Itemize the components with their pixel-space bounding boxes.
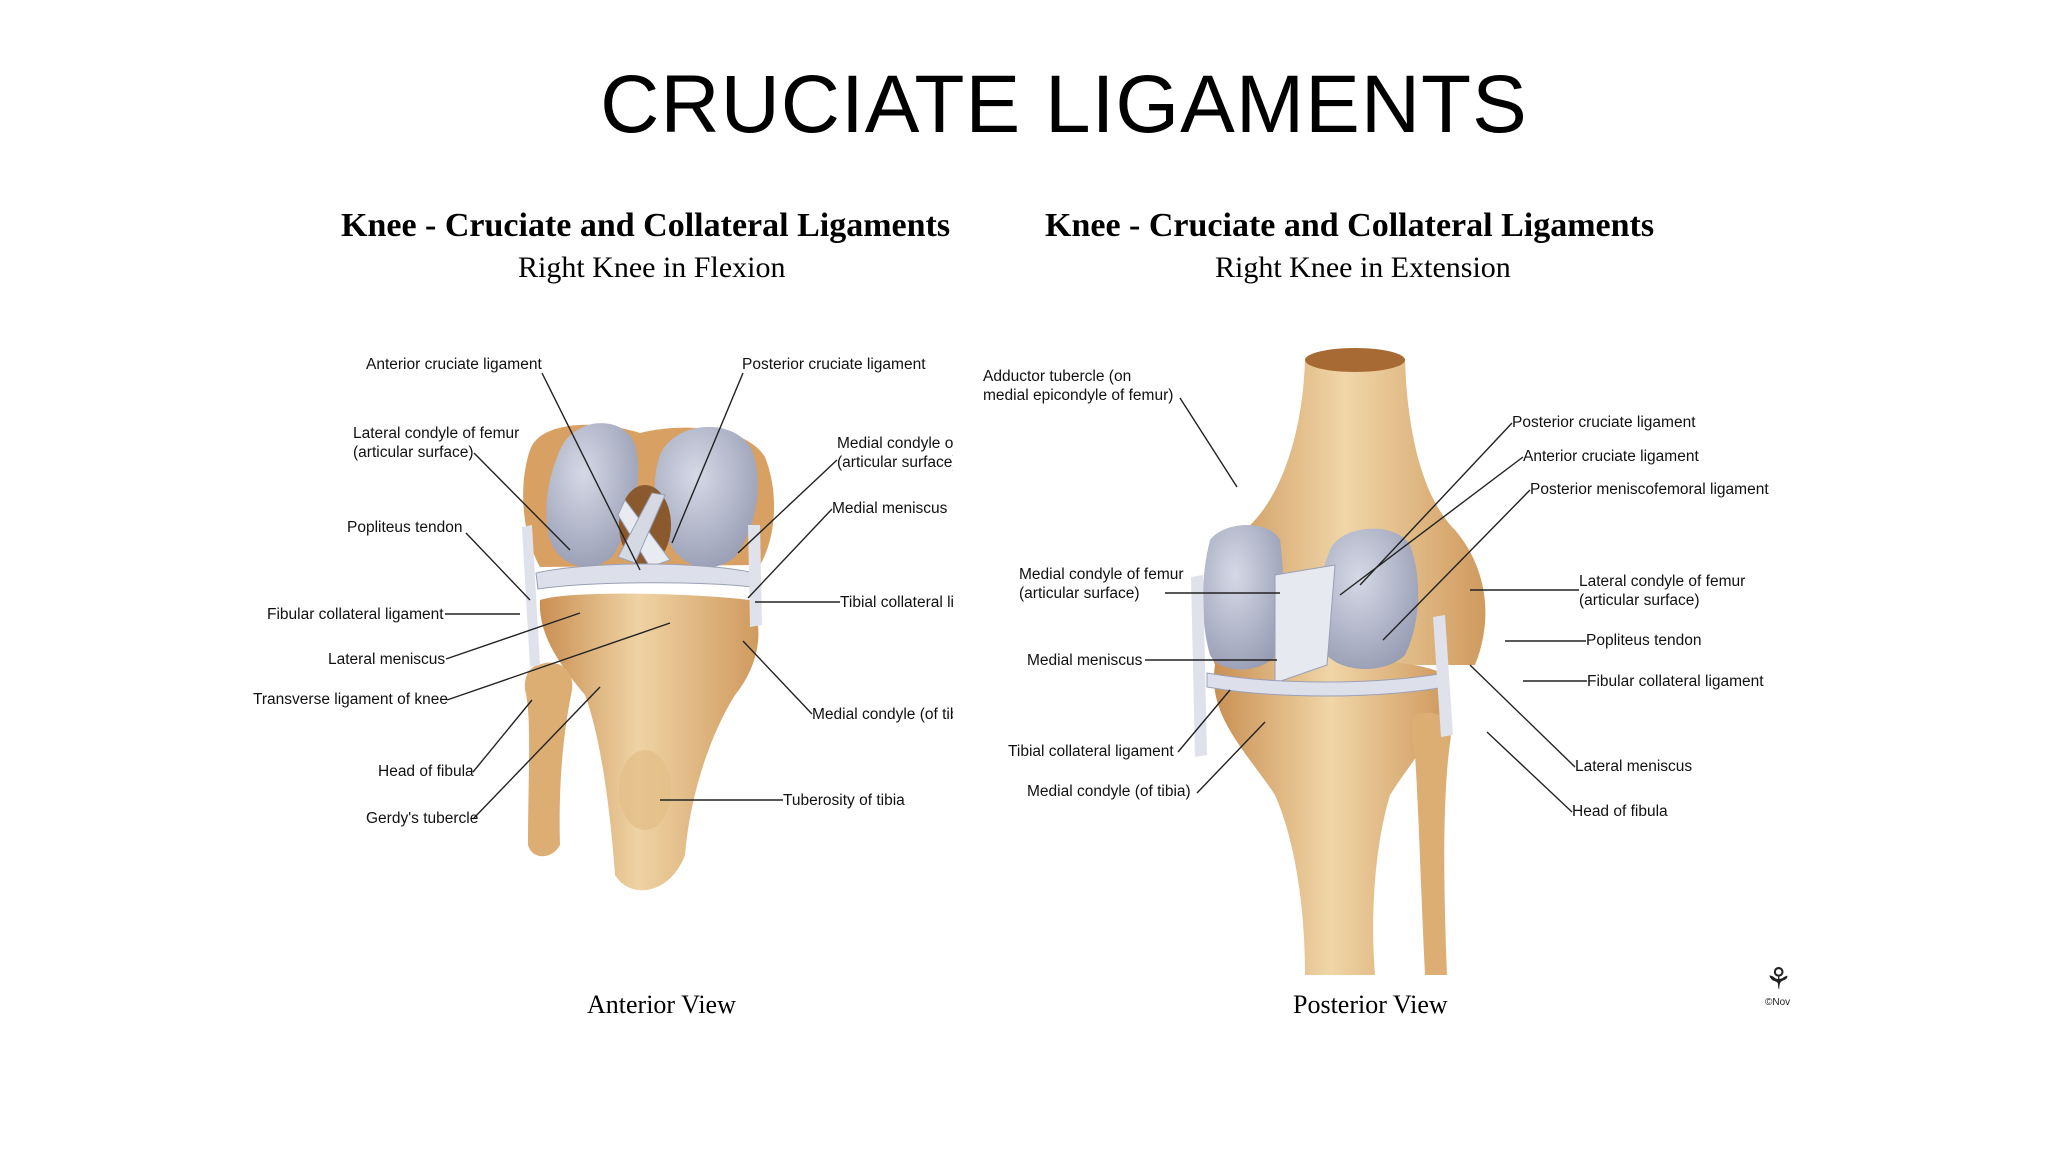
label-adductor-tubercle-medial-epicondyle: medial epicondyle of femur)	[983, 387, 1174, 404]
label-popliteus-tendon: Popliteus tendon	[347, 519, 463, 536]
label-medial-condyle-articular-surface: (articular surface)	[837, 454, 953, 471]
label-lateral-meniscus: Lateral meniscus	[328, 651, 446, 668]
label-lateral-condyle-of-femur: Lateral condyle of femur	[1579, 573, 1746, 590]
label-popliteus-tendon: Popliteus tendon	[1586, 632, 1702, 649]
label-medial-condyle-articular-surface: (articular surface)	[1019, 585, 1140, 602]
fibular-collateral-ligament-shape	[522, 525, 540, 667]
label-posterior-meniscofemoral-ligament: Posterior meniscofemoral ligament	[1530, 481, 1769, 498]
artist-signature: ⚘ ©Nov	[1765, 962, 1792, 1008]
label-posterior-cruciate-ligament: Posterior cruciate ligament	[1512, 414, 1696, 431]
fibula-shape	[524, 662, 573, 857]
anterior-knee-illustration	[522, 423, 775, 891]
posterior-lateral-condyle-shape	[1318, 528, 1419, 670]
anterior-panel-subheading: Right Knee in Flexion	[518, 251, 786, 284]
label-lateral-condyle-articular-surface: (articular surface)	[1579, 592, 1700, 609]
label-posterior-cruciate-ligament: Posterior cruciate ligament	[742, 356, 926, 373]
label-lateral-condyle-of-femur: Lateral condyle of femur	[353, 425, 520, 442]
label-anterior-cruciate-ligament: Anterior cruciate ligament	[1523, 448, 1699, 465]
label-tibial-collateral-ligament: Tibial collateral ligament	[840, 594, 953, 611]
posterior-leader-lines	[1145, 397, 1587, 813]
label-fibular-collateral-ligament: Fibular collateral ligament	[267, 606, 444, 623]
signature-text: ©Nov	[1765, 997, 1791, 1008]
lateral-femoral-condyle-shape	[546, 423, 639, 567]
label-head-of-fibula: Head of fibula	[1572, 803, 1668, 820]
medial-femoral-condyle-shape	[654, 426, 758, 568]
posterior-panel-subheading: Right Knee in Extension	[1215, 251, 1511, 284]
label-medial-condyle-of-femur: Medial condyle of femur	[837, 435, 953, 452]
anterior-view-panel: Knee - Cruciate and Collateral Ligaments…	[240, 195, 953, 1035]
posterior-medial-condyle-shape	[1202, 525, 1284, 670]
posterior-knee-illustration	[1191, 348, 1486, 975]
label-head-of-fibula: Head of fibula	[378, 763, 474, 780]
label-adductor-tubercle: Adductor tubercle (on	[983, 368, 1132, 385]
posterior-tibia-shape	[1213, 658, 1447, 975]
label-medial-condyle-of-tibia: Medial condyle (of tibia)	[812, 706, 953, 723]
tibia-shape	[539, 593, 759, 891]
posterior-view-caption: Posterior View	[1293, 990, 1448, 1019]
anterior-view-caption: Anterior View	[587, 990, 736, 1019]
label-lateral-meniscus: Lateral meniscus	[1575, 758, 1693, 775]
anterior-panel-heading: Knee - Cruciate and Collateral Ligaments	[341, 207, 951, 244]
label-medial-meniscus: Medial meniscus	[832, 500, 948, 517]
label-tibial-collateral-ligament: Tibial collateral ligament	[1008, 743, 1174, 760]
label-medial-condyle-of-femur: Medial condyle of femur	[1019, 566, 1184, 583]
label-medial-condyle-of-tibia: Medial condyle (of tibia)	[1027, 783, 1191, 800]
label-anterior-cruciate-ligament: Anterior cruciate ligament	[366, 356, 542, 373]
label-lateral-condyle-articular-surface: (articular surface)	[353, 444, 474, 461]
label-medial-meniscus: Medial meniscus	[1027, 652, 1143, 669]
posterior-view-panel: Knee - Cruciate and Collateral Ligaments…	[975, 195, 1810, 1035]
slide-title: CRUCIATE LIGAMENTS	[600, 59, 1528, 150]
label-transverse-ligament-of-knee: Transverse ligament of knee	[253, 691, 448, 708]
label-gerdys-tubercle: Gerdy's tubercle	[366, 810, 479, 827]
posterior-panel-heading: Knee - Cruciate and Collateral Ligaments	[1045, 207, 1655, 244]
label-fibular-collateral-ligament: Fibular collateral ligament	[1587, 673, 1764, 690]
posterior-fibula-shape	[1411, 712, 1451, 975]
anterior-leader-lines	[445, 372, 840, 820]
posterior-cruciate-bundle	[1274, 564, 1336, 684]
label-tuberosity-of-tibia: Tuberosity of tibia	[783, 792, 905, 809]
